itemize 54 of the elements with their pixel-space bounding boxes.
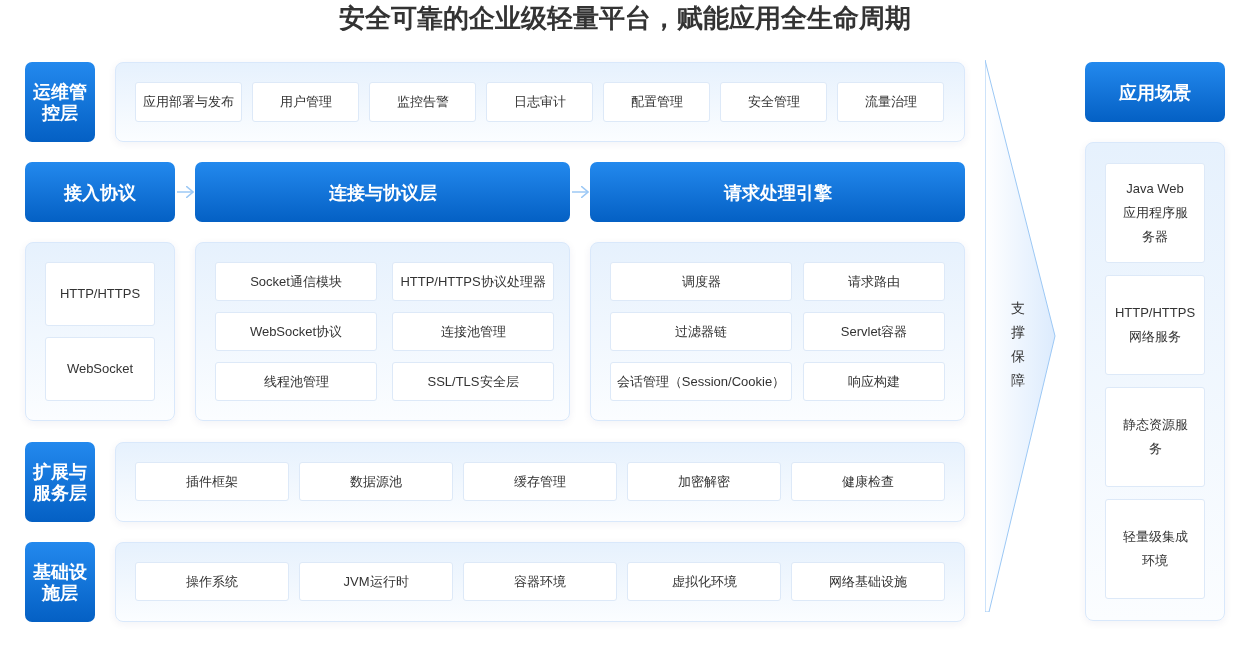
- module-card: 插件框架: [135, 462, 289, 501]
- layer-header: 扩展与服务层: [25, 442, 95, 522]
- module-card: SSL/TLS安全层: [392, 362, 554, 401]
- module-card: 会话管理（Session/Cookie）: [610, 362, 792, 401]
- module-card: 请求路由: [803, 262, 945, 301]
- module-card: HTTP/HTTPS: [45, 262, 155, 326]
- module-card: Servlet容器: [803, 312, 945, 351]
- layer-header: 连接与协议层: [195, 162, 570, 222]
- layer-header: 接入协议: [25, 162, 175, 222]
- layer-panel: [115, 542, 965, 622]
- layer-header: 应用场景: [1085, 62, 1225, 122]
- layer-header: 运维管控层: [25, 62, 95, 142]
- module-card: Socket通信模块: [215, 262, 377, 301]
- arrow: [176, 185, 194, 199]
- module-card: 轻量级集成环境: [1105, 499, 1205, 599]
- module-card: 安全管理: [720, 82, 827, 122]
- layer-panel: [115, 62, 965, 142]
- module-card: 线程池管理: [215, 362, 377, 401]
- module-card: 缓存管理: [463, 462, 617, 501]
- layer-panel: [1085, 142, 1225, 621]
- module-card: 响应构建: [803, 362, 945, 401]
- module-card: WebSocket协议: [215, 312, 377, 351]
- layer-panel: [195, 242, 570, 421]
- layer-panel: [25, 242, 175, 421]
- arrow: [571, 185, 589, 199]
- layer-header: 基础设施层: [25, 542, 95, 622]
- module-card: HTTP/HTTPS网络服务: [1105, 275, 1205, 375]
- module-card: 流量治理: [837, 82, 944, 122]
- module-card: 连接池管理: [392, 312, 554, 351]
- module-card: 调度器: [610, 262, 792, 301]
- module-card: WebSocket: [45, 337, 155, 401]
- page-title: 安全可靠的企业级轻量平台，赋能应用全生命周期: [338, 2, 912, 35]
- module-card: 配置管理: [603, 82, 710, 122]
- module-card: 容器环境: [463, 562, 617, 601]
- module-card: 应用部署与发布: [135, 82, 242, 122]
- layer-panel: [115, 442, 965, 522]
- layer-panel: [590, 242, 965, 421]
- layer-header: 请求处理引擎: [590, 162, 965, 222]
- module-card: 日志审计: [486, 82, 593, 122]
- module-card: 数据源池: [299, 462, 453, 501]
- module-card: 监控告警: [369, 82, 476, 122]
- module-card: Java Web应用程序服务器: [1105, 163, 1205, 263]
- module-card: HTTP/HTTPS协议处理器: [392, 262, 554, 301]
- module-card: 加密解密: [627, 462, 781, 501]
- module-card: 网络基础设施: [791, 562, 945, 601]
- module-card: 静态资源服务: [1105, 387, 1205, 487]
- support-label: 支撑保障: [1010, 299, 1026, 390]
- module-card: 用户管理: [252, 82, 359, 122]
- module-card: 健康检查: [791, 462, 945, 501]
- module-card: JVM运行时: [299, 562, 453, 601]
- module-card: 虚拟化环境: [627, 562, 781, 601]
- module-card: 过滤器链: [610, 312, 792, 351]
- module-card: 操作系统: [135, 562, 289, 601]
- support-arrow: [985, 60, 1057, 612]
